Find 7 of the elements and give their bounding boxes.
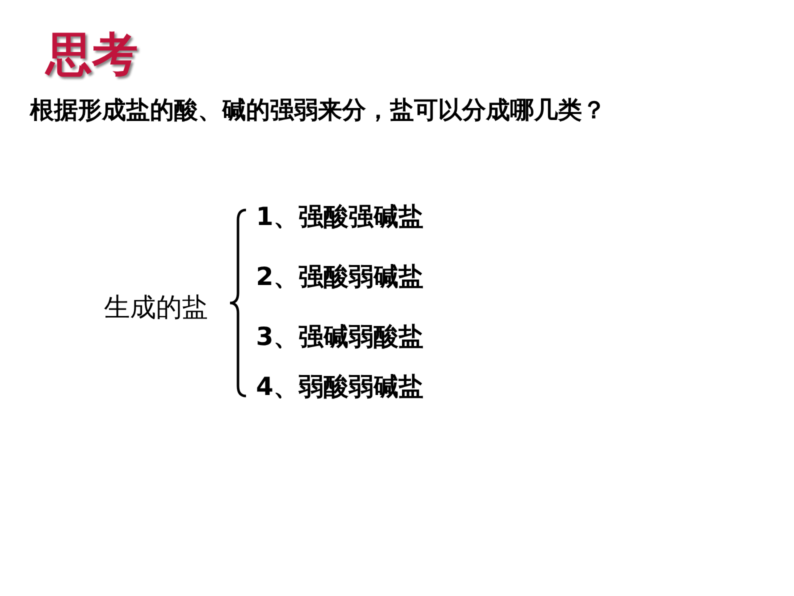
category-item: 4、弱酸弱碱盐 — [256, 371, 424, 403]
category-item: 1、强酸强碱盐 — [256, 201, 424, 233]
category-item: 3、强碱弱酸盐 — [256, 321, 424, 353]
group-label: 生成的盐 — [104, 292, 208, 325]
category-item: 2、强酸弱碱盐 — [256, 261, 424, 293]
question-text: 根据形成盐的酸、碱的强弱来分，盐可以分成哪几类？ — [30, 95, 606, 126]
title: 思考 — [46, 26, 138, 83]
